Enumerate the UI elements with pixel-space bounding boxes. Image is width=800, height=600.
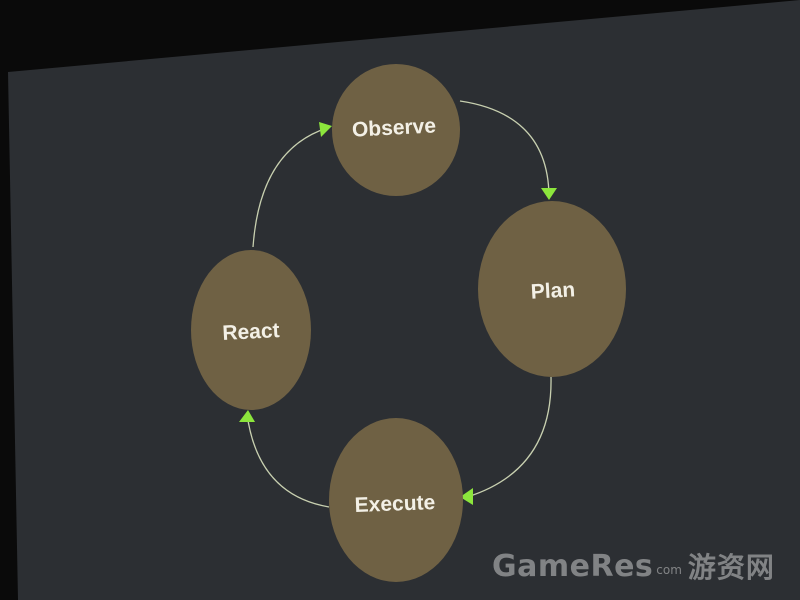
node-plan-label: Plan [530, 278, 576, 303]
node-execute-label: Execute [354, 491, 435, 517]
arrowhead-plan [541, 188, 557, 200]
arrow-plan-to-execute [466, 376, 552, 498]
node-observe: Observe [332, 64, 460, 196]
arrow-observe-to-plan [459, 100, 550, 197]
arrowheads [239, 122, 557, 505]
node-observe-label: Observe [351, 114, 436, 141]
node-plan: Plan [478, 201, 626, 377]
watermark-chinese: 游资网 [687, 551, 775, 584]
watermark-brand: GameRes [492, 548, 654, 584]
arrowhead-execute [460, 488, 473, 505]
node-react: React [191, 250, 311, 410]
node-react-label: React [222, 319, 280, 345]
arrow-execute-to-react [246, 413, 330, 508]
site-watermark: GameRes com 游资网 [492, 544, 792, 588]
connectors [246, 100, 552, 508]
arrowhead-observe [319, 122, 332, 137]
watermark-domain: com [656, 563, 682, 577]
node-execute: Execute [329, 418, 463, 582]
slide-screen [8, 0, 800, 600]
arrow-react-to-observe [252, 127, 328, 248]
arrowhead-react [239, 410, 255, 422]
